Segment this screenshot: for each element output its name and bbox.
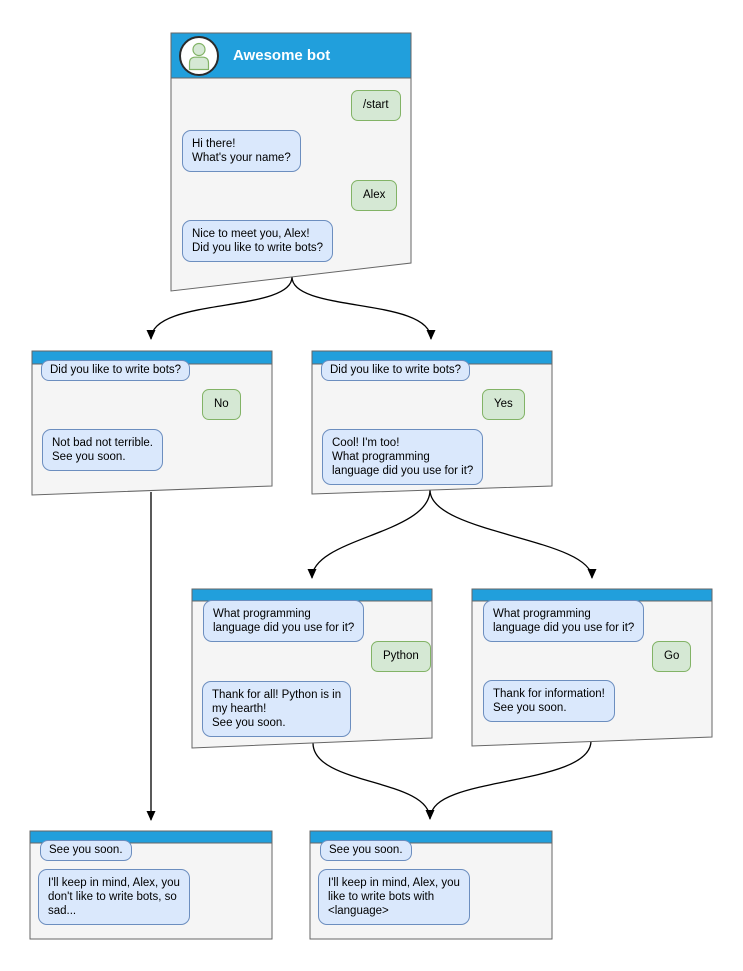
bot-message-end-yes-reply: I'll keep in mind, Alex, you like to wri…	[318, 869, 470, 925]
bot-message-question-python: What programming language did you use fo…	[203, 600, 365, 642]
bot-message-question-yes: Did you like to write bots?	[321, 360, 471, 381]
root-window-title: Awesome bot	[233, 47, 331, 64]
user-message-python: Python	[371, 641, 431, 672]
bot-message-question-no: Did you like to write bots?	[41, 360, 191, 381]
bot-message-end-no-question: See you soon.	[40, 840, 132, 861]
edge-python-to-end	[312, 742, 435, 820]
bot-message-end-yes-question: See you soon.	[320, 840, 412, 861]
bot-message-reply-yes: Cool! I'm too! What programming language…	[322, 429, 484, 485]
edge-root-to-yes	[291, 276, 436, 340]
user-message-start: /start	[351, 90, 401, 121]
user-message-yes: Yes	[482, 389, 525, 420]
bot-message-reply-python: Thank for all! Python is in my hearth! S…	[202, 681, 352, 737]
bot-message-reply-go: Thank for information! See you soon.	[483, 680, 615, 722]
user-message-go: Go	[652, 641, 692, 672]
bot-message-question-go: What programming language did you use fo…	[483, 600, 645, 642]
edge-go-to-end	[430, 740, 592, 817]
bot-message-end-no-reply: I'll keep in mind, Alex, you don't like …	[38, 869, 190, 925]
bot-message-greeting: Hi there! What's your name?	[182, 130, 301, 172]
bot-avatar-icon	[179, 36, 219, 76]
bot-message-reply-no: Not bad not terrible. See you soon.	[42, 429, 164, 471]
user-message-no: No	[202, 389, 241, 420]
edge-yes-to-go	[429, 489, 597, 579]
user-message-name: Alex	[351, 180, 398, 211]
edge-yes-to-python	[307, 489, 431, 579]
bot-message-meet: Nice to meet you, Alex! Did you like to …	[182, 220, 334, 262]
edge-root-to-no	[146, 276, 293, 340]
